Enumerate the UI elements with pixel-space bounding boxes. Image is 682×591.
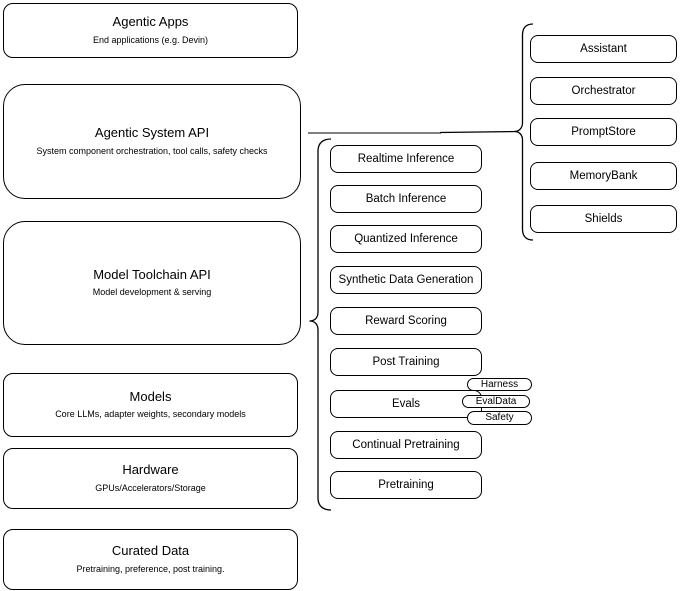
model-toolchain-api-subtitle: Model development & serving [92, 287, 212, 298]
agentic-system-api-subtitle: System component orchestration, tool cal… [36, 145, 268, 156]
toolchain-item-realtime-inference: Realtime Inference [330, 145, 482, 173]
toolchain-item-evals: Evals [330, 390, 482, 418]
toolchain-item-synthetic-data-generation: Synthetic Data Generation [330, 266, 482, 294]
agentic-apps-subtitle: End applications (e.g. Devin) [92, 34, 209, 45]
curated-data-subtitle: Pretraining, preference, post training. [76, 563, 225, 574]
hardware-title: Hardware [122, 462, 179, 478]
system-component-assistant: Assistant [530, 35, 677, 63]
hardware-box: Hardware GPUs/Accelerators/Storage [3, 448, 298, 509]
agentic-system-api-title: Agentic System API [94, 125, 210, 141]
curated-data-box: Curated Data Pretraining, preference, po… [3, 529, 298, 590]
toolchain-item-reward-scoring: Reward Scoring [330, 307, 482, 335]
toolchain-item-continual-pretraining: Continual Pretraining [330, 431, 482, 459]
eval-tag-safety: Safety [467, 411, 532, 425]
system-component-memorybank: MemoryBank [530, 162, 677, 190]
agentic-apps-box: Agentic Apps End applications (e.g. Devi… [3, 3, 298, 58]
model-toolchain-api-box: Model Toolchain API Model development & … [3, 221, 301, 345]
toolchain-item-quantized-inference: Quantized Inference [330, 225, 482, 253]
system-component-promptstore: PromptStore [530, 118, 677, 146]
system-component-shields: Shields [530, 205, 677, 233]
eval-tag-harness: Harness [467, 378, 532, 391]
agentic-apps-title: Agentic Apps [112, 14, 189, 30]
toolchain-brace [309, 138, 332, 511]
hardware-subtitle: GPUs/Accelerators/Storage [95, 482, 206, 493]
models-subtitle: Core LLMs, adapter weights, secondary mo… [55, 409, 246, 420]
agentic-system-api-box: Agentic System API System component orch… [3, 84, 301, 199]
models-title: Models [129, 388, 172, 404]
model-toolchain-api-title: Model Toolchain API [93, 266, 211, 282]
toolchain-item-batch-inference: Batch Inference [330, 185, 482, 213]
system-component-orchestrator: Orchestrator [530, 77, 677, 105]
eval-tag-evaldata: EvalData [462, 395, 530, 408]
toolchain-item-post-training: Post Training [330, 348, 482, 376]
curated-data-title: Curated Data [111, 543, 190, 559]
system-api-connector-line-tail [439, 130, 517, 134]
toolchain-item-pretraining: Pretraining [330, 471, 482, 499]
models-box: Models Core LLMs, adapter weights, secon… [3, 373, 298, 437]
